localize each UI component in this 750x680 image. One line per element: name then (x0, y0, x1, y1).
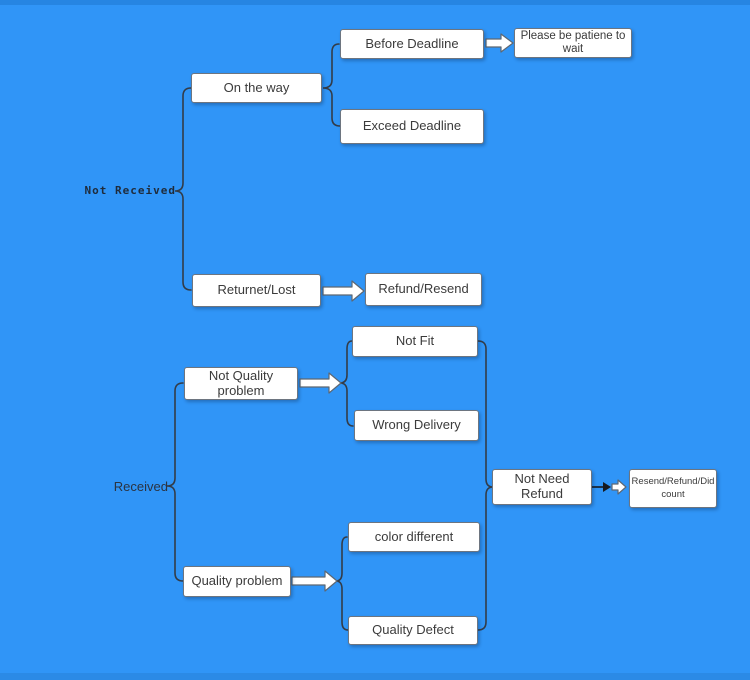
node-on-the-way: On the way (191, 73, 322, 103)
node-before-deadline: Before Deadline (340, 29, 484, 59)
node-wrong-delivery: Wrong Delivery (354, 410, 479, 441)
branch-label-not-received: Not Received (84, 184, 176, 197)
node-color-different: color different (348, 522, 480, 552)
node-resend-refund-did-count: Resend/Refund/Did count (629, 469, 717, 508)
node-please-be-patiene-to-wait: Please be patiene to wait (514, 28, 632, 58)
background-bottom-edge (0, 673, 750, 680)
node-not-quality-problem: Not Quality problem (184, 367, 298, 400)
node-refund-resend: Refund/Resend (365, 273, 482, 306)
arrow-quality-to-brace (291, 570, 338, 592)
brace-not-received (174, 87, 192, 291)
node-quality-problem: Quality problem (183, 566, 291, 597)
node-not-need-refund: Not Need Refund (492, 469, 592, 505)
node-returnet-lost: Returnet/Lost (192, 274, 321, 307)
arrow-before-deadline-to-wait (485, 33, 514, 53)
brace-merge-to-not-need-refund (477, 340, 494, 631)
background-top-edge (0, 0, 750, 5)
brace-quality (335, 536, 349, 631)
arrow-returnet-to-refund (322, 280, 365, 302)
arrow-not-need-refund-head (603, 482, 611, 492)
node-quality-defect: Quality Defect (348, 616, 478, 645)
node-not-fit: Not Fit (352, 326, 478, 357)
arrow-to-resend-refund (611, 479, 627, 495)
brace-on-the-way (322, 43, 341, 127)
node-exceed-deadline: Exceed Deadline (340, 109, 484, 144)
branch-label-received: Received (113, 479, 168, 494)
brace-received (166, 382, 184, 582)
arrow-not-quality-to-brace (299, 372, 342, 394)
